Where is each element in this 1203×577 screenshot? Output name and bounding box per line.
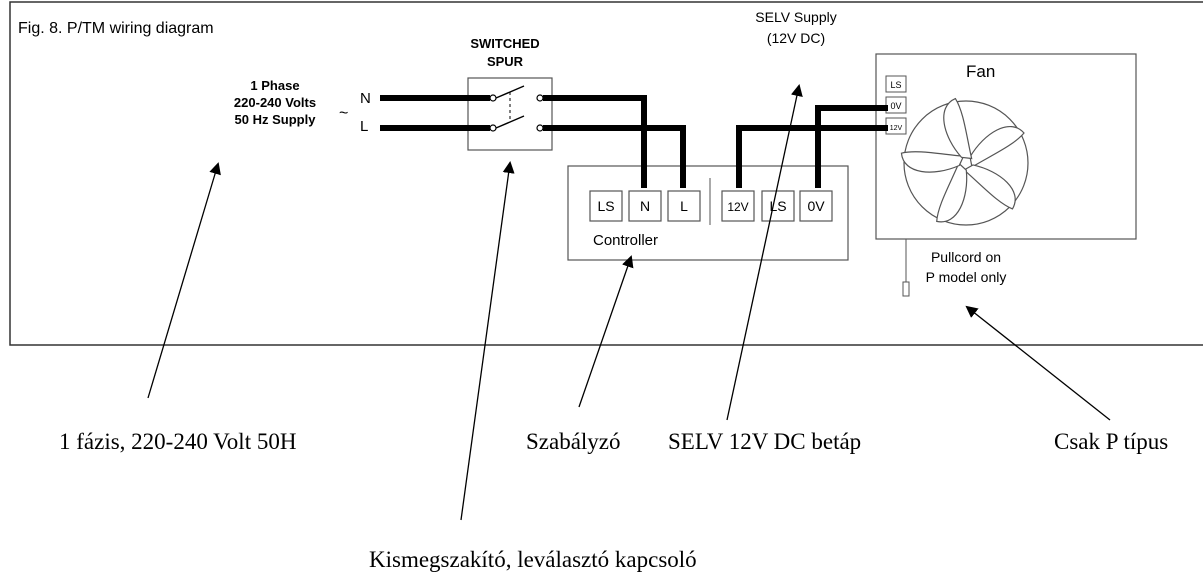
wire-neutral-controller bbox=[543, 95, 647, 188]
arrow-selv bbox=[726, 84, 803, 421]
fan-terminal-box bbox=[885, 75, 907, 93]
spur-label: SWITCHED SPUR bbox=[470, 36, 539, 69]
annotation-selv: SELV 12V DC betáp bbox=[668, 429, 861, 454]
fan-terminal: LS bbox=[885, 75, 907, 93]
controller-terminal-label: N bbox=[640, 198, 650, 214]
fan-blade bbox=[963, 164, 1016, 210]
controller-terminal-label: LS bbox=[597, 198, 614, 214]
wires bbox=[380, 95, 888, 188]
annotation-controller: Szabályzó bbox=[526, 429, 621, 454]
switched-spur-box bbox=[467, 77, 553, 151]
controller-terminal: LS bbox=[761, 190, 795, 222]
fan-label: Fan bbox=[966, 62, 995, 81]
annotation-arrows bbox=[147, 84, 1111, 521]
fan-terminal-label: 0V bbox=[890, 101, 901, 111]
arrow-spur bbox=[460, 161, 515, 521]
controller-terminal: LS bbox=[589, 190, 623, 222]
fan-blade bbox=[943, 97, 973, 160]
supply-l-label: L bbox=[360, 118, 368, 135]
supply-n-label: N bbox=[360, 90, 371, 107]
controller-terminal: 0V bbox=[799, 190, 833, 222]
controller-terminal-box bbox=[799, 190, 833, 222]
controller-terminal-box bbox=[721, 190, 755, 222]
controller-terminal-label: 12V bbox=[727, 200, 748, 214]
controller-terminal-label: L bbox=[680, 198, 688, 214]
spur-switch-contacts bbox=[489, 94, 544, 132]
controller-terminal-box bbox=[589, 190, 623, 222]
supply-line-3: 50 Hz Supply bbox=[235, 112, 317, 127]
controller-terminal-label: 0V bbox=[807, 198, 825, 214]
annotation-spur: Kismegszakító, leválasztó kapcsoló bbox=[369, 547, 697, 572]
arrow-fan bbox=[965, 305, 1111, 421]
supply-label: 1 Phase 220-240 Volts 50 Hz Supply bbox=[234, 78, 316, 127]
fan-blade bbox=[936, 162, 968, 223]
wire-12v-fan bbox=[736, 125, 888, 188]
pullcord-note: Pullcord on P model only bbox=[926, 249, 1007, 285]
spur-line-2: SPUR bbox=[487, 54, 524, 69]
figure-frame bbox=[9, 1, 1203, 346]
selv-line-1: SELV Supply bbox=[755, 9, 836, 25]
supply-line-2: 220-240 Volts bbox=[234, 95, 316, 110]
arrow-controller bbox=[578, 255, 634, 408]
controller-terminal: 12V bbox=[721, 190, 755, 222]
controller-terminal-box bbox=[628, 190, 662, 222]
controller-terminal-box bbox=[761, 190, 795, 222]
arrow-supply bbox=[147, 162, 221, 399]
fan-terminal: 12V bbox=[885, 117, 907, 135]
fan-blade bbox=[900, 151, 965, 173]
annotation-supply: 1 fázis, 220-240 Volt 50H bbox=[59, 429, 296, 454]
figure-caption: Fig. 8. P/TM wiring diagram bbox=[18, 20, 214, 37]
controller-terminals: LS N L 12V LS 0V bbox=[589, 190, 833, 222]
fan-terminal-label: 12V bbox=[890, 125, 903, 132]
pullcord-note-line-1: Pullcord on bbox=[931, 249, 1001, 265]
pullcord-note-line-2: P model only bbox=[926, 269, 1007, 285]
controller-terminal: L bbox=[667, 190, 701, 222]
fan-impeller-icon bbox=[900, 97, 1029, 226]
fan-terminal: 0V bbox=[885, 96, 907, 114]
supply-line-1: 1 Phase bbox=[250, 78, 299, 93]
pullcord-handle bbox=[902, 281, 910, 297]
selv-label: SELV Supply (12V DC) bbox=[755, 9, 836, 46]
hungarian-annotations: 1 fázis, 220-240 Volt 50H Szabályzó SELV… bbox=[59, 429, 1168, 572]
fan-blade bbox=[969, 126, 1025, 168]
fan-terminals: LS 0V 12V bbox=[885, 75, 907, 135]
spur-line-1: SWITCHED bbox=[470, 36, 539, 51]
wire-live-controller bbox=[543, 125, 686, 188]
controller-label: Controller bbox=[593, 232, 658, 249]
wire-0v-fan bbox=[815, 105, 888, 188]
controller-terminal: N bbox=[628, 190, 662, 222]
annotation-fan: Csak P típus bbox=[1054, 429, 1168, 454]
fan-terminal-label: LS bbox=[890, 80, 901, 90]
selv-line-2: (12V DC) bbox=[767, 30, 825, 46]
spur-switch-blades bbox=[495, 85, 525, 129]
controller-terminal-box bbox=[667, 190, 701, 222]
supply-tilde: ~ bbox=[339, 105, 348, 122]
